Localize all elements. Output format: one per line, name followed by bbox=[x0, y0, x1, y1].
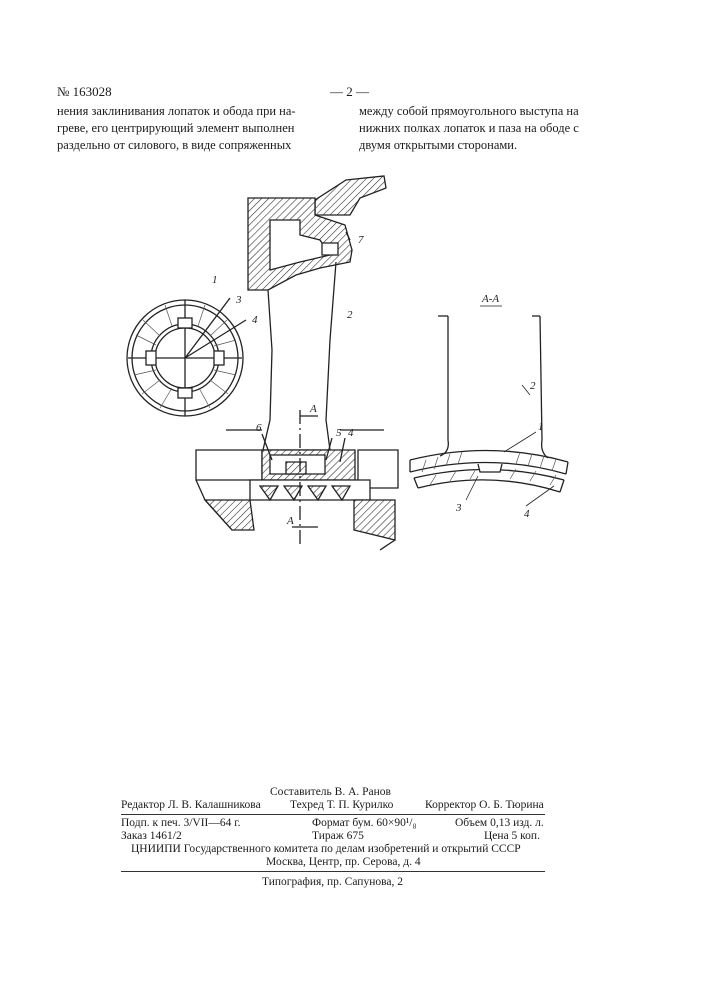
ring-label: 1 bbox=[212, 274, 218, 286]
main-label: 4 bbox=[348, 427, 354, 439]
main-label: 2 bbox=[347, 309, 353, 321]
imprint-volume: Объем 0,13 изд. л. bbox=[455, 816, 544, 830]
imprint-typography: Типография, пр. Сапунова, 2 bbox=[262, 875, 403, 889]
imprint-signed: Подп. к печ. 3/VII—64 г. bbox=[121, 816, 241, 830]
section-title: А-А bbox=[481, 293, 499, 305]
imprint-address: Москва, Центр, пр. Серова, д. 4 bbox=[266, 855, 421, 869]
imprint-run: Тираж 675 bbox=[312, 829, 364, 843]
ring-cross-section bbox=[127, 298, 246, 416]
main-label: 6 bbox=[256, 422, 262, 434]
section-view bbox=[410, 316, 568, 492]
imprint-corrector: Корректор О. Б. Тюрина bbox=[425, 798, 544, 812]
imprint-rule bbox=[121, 814, 545, 815]
blade-assembly bbox=[196, 176, 398, 550]
imprint-techred: Техред Т. П. Курилко bbox=[290, 798, 393, 812]
main-label: 7 bbox=[358, 234, 364, 246]
section-label: 2 bbox=[530, 380, 536, 392]
section-label: 3 bbox=[455, 502, 462, 514]
imprint-format: Формат бум. 60×90¹/₈ bbox=[312, 816, 417, 830]
ring-label: 4 bbox=[252, 314, 258, 326]
imprint-org: ЦНИИПИ Государственного комитета по дела… bbox=[131, 842, 521, 856]
ring-label: 3 bbox=[235, 294, 242, 306]
imprint-compiler: Составитель В. А. Ранов bbox=[270, 785, 391, 799]
imprint-order: Заказ 1461/2 bbox=[121, 829, 182, 843]
section-label: 1 bbox=[538, 421, 544, 433]
main-label: 5 bbox=[336, 427, 342, 439]
cut-mark: А bbox=[309, 403, 317, 415]
imprint-price: Цена 5 коп. bbox=[484, 829, 540, 843]
cut-mark: А bbox=[286, 515, 294, 527]
imprint-rule bbox=[121, 871, 545, 872]
section-label: 4 bbox=[524, 508, 530, 520]
imprint-editor: Редактор Л. В. Калашникова bbox=[121, 798, 261, 812]
